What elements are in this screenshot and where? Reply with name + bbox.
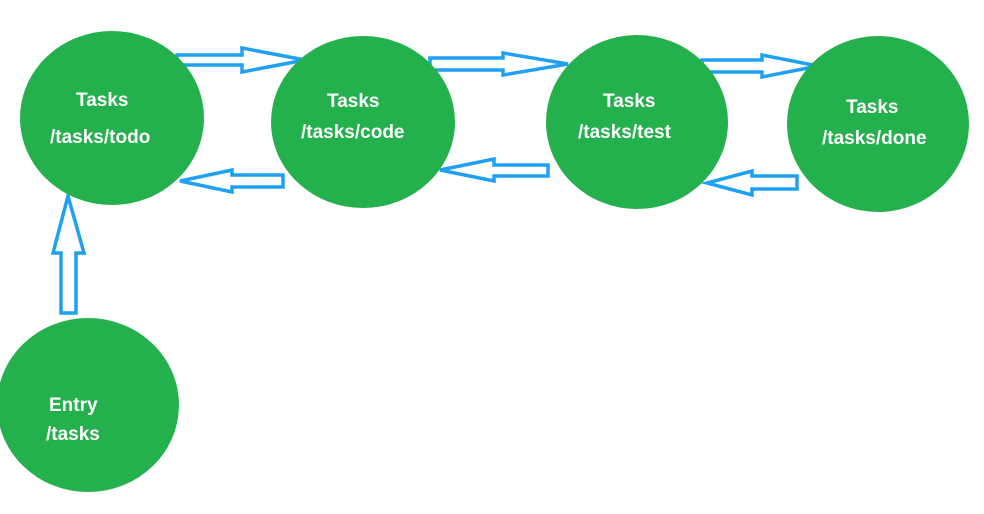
node-entry-circle: [0, 318, 179, 492]
arrows: [50, 45, 819, 315]
arrow-code-to-test: [428, 50, 569, 78]
arrow-entry-to-todo: [50, 189, 87, 315]
arrow-done-to-test: [700, 168, 799, 198]
node-todo-route: /tasks/todo: [50, 127, 150, 148]
node-code-title: Tasks: [327, 91, 379, 112]
arrow-code-to-todo: [179, 167, 285, 195]
node-code-route: /tasks/code: [301, 122, 405, 143]
node-done-circle: [787, 36, 969, 212]
node-done-title: Tasks: [846, 97, 898, 118]
node-todo[interactable]: Tasks /tasks/todo: [20, 31, 204, 205]
node-test-title: Tasks: [603, 91, 655, 112]
node-todo-circle: [20, 31, 204, 205]
node-test-route: /tasks/test: [578, 122, 672, 143]
node-entry-route: /tasks: [46, 424, 100, 445]
node-entry-title: Entry: [49, 395, 98, 416]
node-test-circle: [546, 35, 728, 209]
arrow-todo-to-code: [175, 45, 306, 75]
node-code-circle: [271, 36, 455, 208]
arrow-test-to-code: [439, 156, 550, 184]
node-todo-title: Tasks: [76, 90, 128, 111]
node-done-route: /tasks/done: [822, 128, 927, 149]
node-test[interactable]: Tasks /tasks/test: [546, 35, 728, 209]
arrow-test-to-done: [700, 52, 819, 80]
node-entry[interactable]: Entry /tasks: [0, 318, 179, 492]
node-done[interactable]: Tasks /tasks/done: [787, 36, 969, 212]
node-code[interactable]: Tasks /tasks/code: [271, 36, 455, 208]
